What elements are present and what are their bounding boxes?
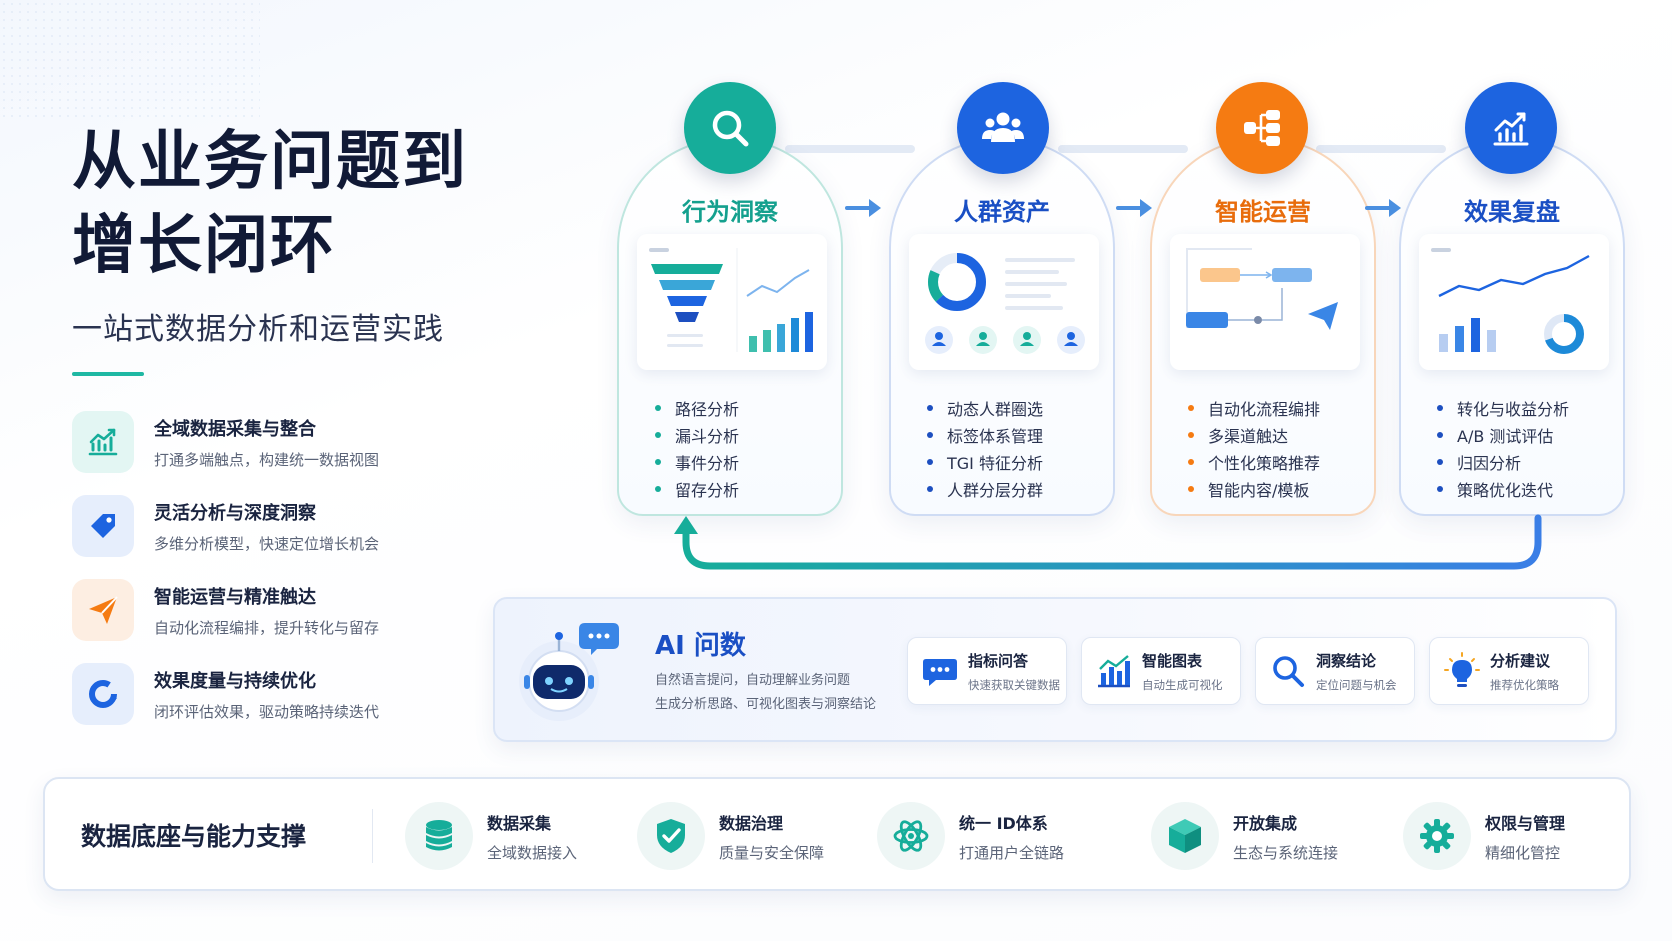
growth-chart-icon [1465,82,1557,174]
users-icon [957,82,1049,174]
list-item: 事件分析 [655,448,739,475]
list-item: 人群分层分群 [927,475,1043,502]
search-icon [684,82,776,174]
hero-title: 从业务问题到 增长闭环 [72,125,468,283]
flow-connector [1058,145,1188,153]
foundation-bar: 数据底座与能力支撑 数据采集 全域数据接入 数据治理 质量与安全保障 统一 ID… [43,777,1631,891]
feature-title: 效果度量与持续优化 [154,670,316,692]
paper-plane-icon [72,579,134,641]
hero-divider [72,372,144,376]
ai-feature-smart-chart[interactable]: 智能图表 自动生成可视化 [1081,637,1241,705]
flow-list: 动态人群圈选 标签体系管理 TGI 特征分析 人群分层分群 [927,394,1043,502]
feature-desc: 打通多端触点，构建统一数据视图 [154,450,380,469]
trend-chart-panel [1419,234,1609,370]
feature-item: 效果度量与持续优化 闭环评估效果，驱动策略持续迭代 [72,652,432,736]
gear-icon [1403,802,1471,870]
chart-line-icon [72,411,134,473]
foundation-item-permissions[interactable]: 权限与管理 精细化管控 [1403,801,1565,871]
loop-arrow [670,512,1552,578]
list-item: 动态人群圈选 [927,394,1043,421]
funnel-chart-panel [637,234,827,370]
ai-feature-suggestion[interactable]: 分析建议 推荐优化策略 [1429,637,1589,705]
flow-card-effect-review: 效果复盘 转化与收益分析 A/B 测试评估 归因分析 策略优化迭代 [1399,138,1625,516]
ai-feature-metric-qa[interactable]: 指标问答 快速获取关键数据 [907,637,1067,705]
cycle-icon [72,663,134,725]
arrow-right-icon [1116,195,1156,221]
ai-feature-insight[interactable]: 洞察结论 定位问题与机会 [1255,637,1415,705]
feature-item: 全域数据采集与整合 打通多端触点，构建统一数据视图 [72,400,432,484]
flow-list: 自动化流程编排 多渠道触达 个性化策略推荐 智能内容/模板 [1188,394,1320,502]
list-item: 标签体系管理 [927,421,1043,448]
ai-query-panel: AI 问数 自然语言提问，自动理解业务问题 生成分析思路、可视化图表与洞察结论 … [493,597,1617,742]
feature-title: 灵活分析与深度洞察 [154,502,316,524]
feature-desc: 自动化流程编排，提升转化与留存 [154,618,380,637]
foundation-title: 数据底座与能力支撑 [81,822,307,851]
robot-icon [513,619,623,729]
ai-description: 自然语言提问，自动理解业务问题 生成分析思路、可视化图表与洞察结论 [655,673,877,712]
divider [372,809,373,863]
audience-panel [909,234,1099,370]
feature-title: 全域数据采集与整合 [154,418,316,440]
list-item: 策略优化迭代 [1437,475,1569,502]
flow-title: 智能运营 [1215,198,1311,226]
chat-bubble-icon [920,651,960,691]
foundation-item-unified-id[interactable]: 统一 ID体系 打通用户全链路 [877,801,1064,871]
feature-list: 全域数据采集与整合 打通多端触点，构建统一数据视图 灵活分析与深度洞察 多维分析… [72,400,432,736]
feature-item: 灵活分析与深度洞察 多维分析模型，快速定位增长机会 [72,484,432,568]
background-dots [0,0,260,120]
list-item: 多渠道触达 [1188,421,1320,448]
list-item: 路径分析 [655,394,739,421]
hero: 从业务问题到 增长闭环 一站式数据分析和运营实践 [72,120,512,376]
foundation-item-open-integration[interactable]: 开放集成 生态与系统连接 [1151,801,1338,871]
arrow-right-icon [845,195,885,221]
tag-icon [72,495,134,557]
database-icon [405,802,473,870]
flow-title: 效果复盘 [1464,198,1560,226]
flow-card-audience-assets: 人群资产 动态人群圈选 标签体系管理 TGI 特征分析 人群分层分群 [889,138,1115,516]
foundation-item-data-collection[interactable]: 数据采集 全域数据接入 [405,801,577,871]
bar-chart-icon [1094,651,1134,691]
magnifier-icon [1268,651,1308,691]
feature-title: 智能运营与精准触达 [154,586,316,608]
feature-desc: 多维分析模型，快速定位增长机会 [154,534,380,553]
flow-connector [785,145,915,153]
list-item: 留存分析 [655,475,739,502]
feature-desc: 闭环评估效果，驱动策略持续迭代 [154,702,380,721]
flow-title: 人群资产 [954,198,1050,226]
arrow-right-icon [1365,195,1405,221]
list-item: TGI 特征分析 [927,448,1043,475]
list-item: 转化与收益分析 [1437,394,1569,421]
list-item: 归因分析 [1437,448,1569,475]
list-item: 漏斗分析 [655,421,739,448]
flow-list: 路径分析 漏斗分析 事件分析 留存分析 [655,394,739,502]
hero-subtitle: 一站式数据分析和运营实践 [72,312,444,347]
flow-icon [1216,82,1308,174]
flow-card-behavior-insight: 行为洞察 路径分析 漏斗分析 事件分析 留存分析 [617,138,843,516]
feature-item: 智能运营与精准触达 自动化流程编排，提升转化与留存 [72,568,432,652]
cube-icon [1151,802,1219,870]
flow-title: 行为洞察 [682,198,778,226]
flow-card-smart-operations: 智能运营 自动化流程编排 多渠道触达 个性化策略推荐 智能内容/模板 [1150,138,1376,516]
list-item: A/B 测试评估 [1437,421,1569,448]
list-item: 智能内容/模板 [1188,475,1320,502]
flow-list: 转化与收益分析 A/B 测试评估 归因分析 策略优化迭代 [1437,394,1569,502]
list-item: 自动化流程编排 [1188,394,1320,421]
ai-title: AI 问数 [655,631,746,661]
lightbulb-icon [1442,651,1482,691]
atom-icon [877,802,945,870]
foundation-item-data-governance[interactable]: 数据治理 质量与安全保障 [637,801,824,871]
list-item: 个性化策略推荐 [1188,448,1320,475]
shield-check-icon [637,802,705,870]
workflow-panel [1170,234,1360,370]
flow-connector [1316,145,1446,153]
